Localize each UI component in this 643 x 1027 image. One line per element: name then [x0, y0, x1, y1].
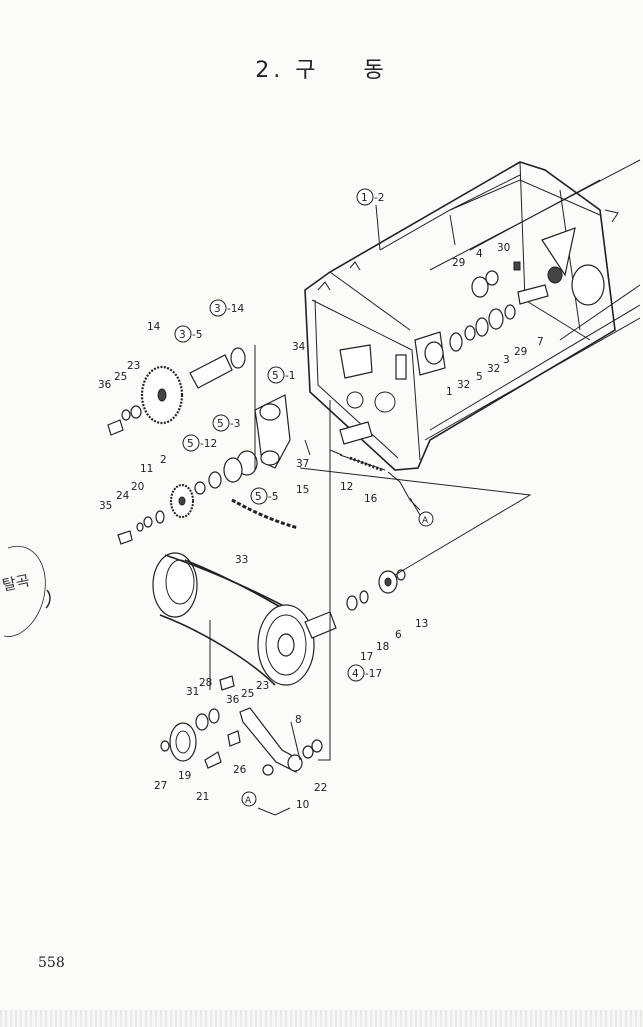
svg-text:-17: -17: [365, 668, 382, 680]
callout-5-12: 5 -12: [182, 434, 217, 452]
callout-ref-a-upper: A: [418, 511, 434, 527]
part-label: 30: [497, 242, 510, 254]
svg-text:5: 5: [187, 438, 194, 450]
bracket-5-1: [194, 394, 291, 495]
callout-1-2: 1 -2: [356, 188, 384, 206]
sprocket-14: [107, 347, 246, 436]
part-label: 25: [114, 371, 127, 383]
part-label: 4: [476, 248, 483, 260]
part-label: 21: [196, 791, 209, 803]
part-label: 1: [446, 386, 453, 398]
callout-4-17: 4 -17: [347, 664, 382, 682]
part-label: 10: [296, 799, 309, 811]
part-label: 17: [360, 651, 373, 663]
part-label: 2: [160, 454, 167, 466]
part-label: 33: [235, 554, 248, 566]
callout-3-14: 3 -14: [209, 299, 244, 317]
svg-text:-5: -5: [192, 329, 202, 341]
part-label: 7: [537, 336, 544, 348]
callout-5-3: 5 -3: [212, 414, 240, 432]
part-label: 14: [147, 321, 161, 333]
pulley-19: [160, 675, 235, 769]
part-label: 35: [99, 500, 112, 512]
leader-lines: [209, 204, 532, 816]
sprocket-11: [117, 484, 194, 545]
part-label: 11: [140, 463, 153, 475]
part-label: 20: [131, 481, 144, 493]
part-label: 24: [116, 490, 130, 502]
svg-text:5: 5: [255, 491, 262, 503]
chain-15: [231, 498, 299, 530]
tensioner: [339, 421, 421, 511]
part-label: 29: [452, 257, 465, 269]
part-label: 8: [295, 714, 302, 726]
part-label: 22: [314, 782, 327, 794]
pulley-8: [257, 569, 406, 686]
part-label: 3: [503, 354, 510, 366]
callout-ref-a-lower: A: [241, 791, 257, 807]
svg-text:A: A: [422, 516, 429, 526]
svg-text:5: 5: [217, 418, 224, 430]
part-label: 36: [226, 694, 240, 706]
part-label: 15: [296, 484, 309, 496]
part-label: 34: [292, 341, 306, 353]
page-title: 2. 구 동: [255, 58, 388, 83]
svg-text:-3: -3: [230, 418, 240, 430]
part-label: 13: [415, 618, 428, 630]
svg-text:4: 4: [352, 668, 359, 680]
part-label: 31: [186, 686, 199, 698]
part-label: 36: [98, 379, 112, 391]
part-label: 5: [476, 371, 483, 383]
part-label: 19: [178, 770, 191, 782]
bearing-set: [414, 261, 549, 376]
svg-text:3: 3: [179, 329, 186, 341]
main-frame: [304, 159, 641, 471]
part-label: 27: [154, 780, 167, 792]
svg-text:5: 5: [272, 370, 279, 382]
part-label: 37: [296, 458, 309, 470]
page-number: 558: [38, 955, 65, 971]
part-label: 23: [256, 680, 269, 692]
svg-text:-2: -2: [374, 192, 384, 204]
part-label: 16: [364, 493, 378, 505]
part-label: 29: [514, 346, 527, 358]
part-label: 23: [127, 360, 140, 372]
callout-3-5: 3 -5: [174, 325, 202, 343]
part-label: 18: [376, 641, 389, 653]
svg-text:A: A: [245, 796, 252, 806]
part-label: 26: [233, 764, 247, 776]
scan-edge: [0, 1010, 643, 1027]
svg-text:3: 3: [214, 303, 221, 315]
callout-5-1: 5 -1: [267, 366, 295, 384]
part-label: 6: [395, 629, 402, 641]
svg-text:1: 1: [361, 192, 368, 204]
part-label: 12: [340, 481, 353, 493]
tension-arm-10: [227, 707, 323, 776]
svg-text:-5: -5: [268, 491, 278, 503]
callout-5-5: 5 -5: [250, 487, 278, 505]
svg-text:-12: -12: [200, 438, 217, 450]
part-label: 28: [199, 677, 212, 689]
part-label: 32: [487, 363, 500, 375]
svg-text:-1: -1: [285, 370, 295, 382]
part-label: 32: [457, 379, 470, 391]
part-labels: 14 23 25 36 34 2 11 20 24 35 37 12 16 15…: [98, 242, 544, 811]
svg-text:-14: -14: [227, 303, 244, 315]
part-label: 25: [241, 688, 254, 700]
